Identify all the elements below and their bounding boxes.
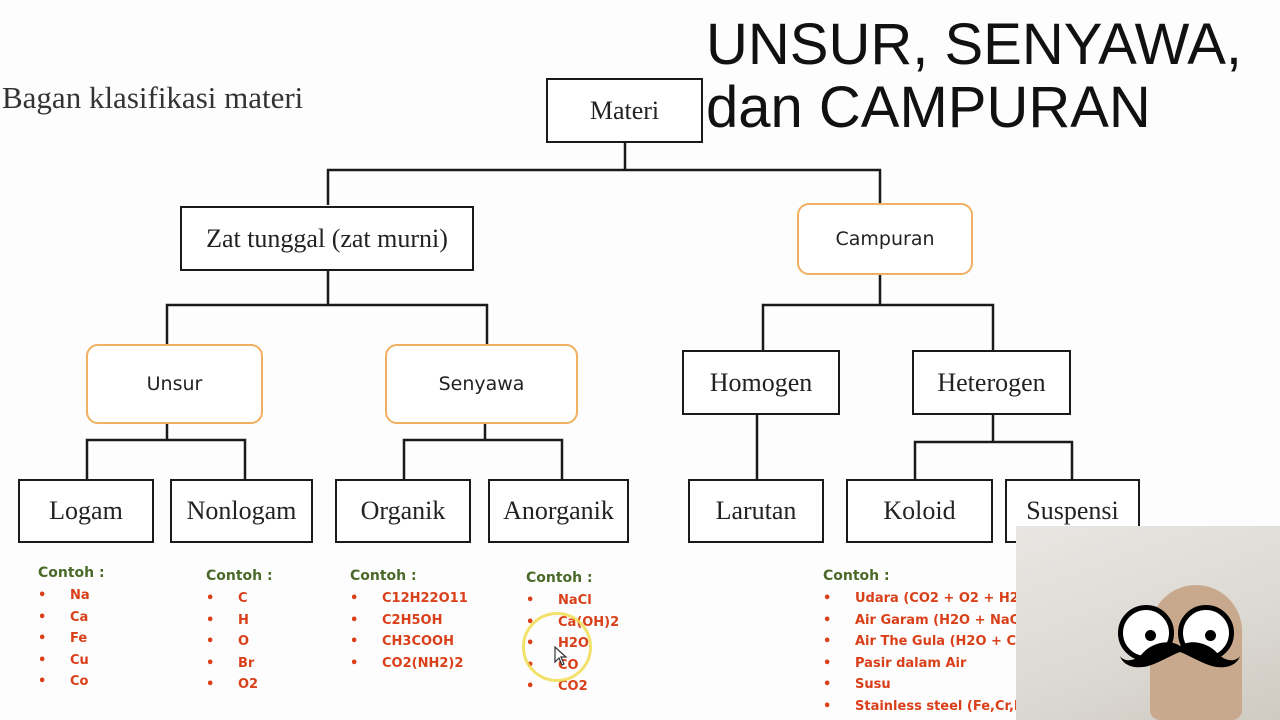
examples-list: NaCaFeCuCo — [38, 585, 105, 693]
examples-list: C12H22O11C2H5OHCH3COOHCO2(NH2)2 — [350, 588, 468, 674]
node-homogen: Homogen — [682, 350, 840, 415]
node-senyawa: Senyawa — [385, 344, 578, 424]
examples-header: Contoh : — [526, 570, 593, 586]
examples-logam: Contoh : NaCaFeCuCo — [38, 565, 105, 693]
examples-list: Udara (CO2 + O2 + H2Air Garam (H2O + NaC… — [823, 588, 1025, 717]
example-item: Stainless steel (Fe,Cr,N — [823, 696, 1025, 718]
example-item: Co — [38, 671, 105, 693]
example-item: C2H5OH — [350, 610, 468, 632]
pupil-icon — [1205, 630, 1216, 641]
cursor-highlight-ring — [522, 612, 592, 682]
example-item: Fe — [38, 628, 105, 650]
examples-nonlogam: Contoh : CHOBrO2 — [206, 568, 273, 696]
example-item: C — [206, 588, 273, 610]
example-item: CO2 — [526, 676, 619, 698]
node-organik: Organik — [335, 479, 471, 543]
example-item: Ca — [38, 607, 105, 629]
examples-header: Contoh : — [38, 565, 105, 581]
node-koloid: Koloid — [846, 479, 993, 543]
node-heterogen: Heterogen — [912, 350, 1071, 415]
example-item: O — [206, 631, 273, 653]
examples-campuran: Contoh : Udara (CO2 + O2 + H2Air Garam (… — [823, 568, 1025, 717]
example-item: Pasir dalam Air — [823, 653, 1025, 675]
examples-organik: Contoh : C12H22O11C2H5OHCH3COOHCO2(NH2)2 — [350, 568, 468, 674]
examples-header: Contoh : — [206, 568, 273, 584]
example-item: CO2(NH2)2 — [350, 653, 468, 675]
example-item: NaCl — [526, 590, 619, 612]
node-zat-tunggal: Zat tunggal (zat murni) — [180, 206, 474, 271]
example-item: H — [206, 610, 273, 632]
examples-header: Contoh : — [350, 568, 417, 584]
examples-header: Contoh : — [823, 568, 890, 584]
example-item: CH3COOH — [350, 631, 468, 653]
example-item: Air The Gula (H2O + C — [823, 631, 1025, 653]
title-line-1: UNSUR, SENYAWA, — [706, 12, 1243, 77]
example-item: Susu — [823, 674, 1025, 696]
node-materi: Materi — [546, 78, 703, 143]
pupil-icon — [1145, 630, 1156, 641]
node-unsur: Unsur — [86, 344, 263, 424]
page-subtitle: Bagan klasifikasi materi — [2, 80, 304, 115]
example-item: Udara (CO2 + O2 + H2 — [823, 588, 1025, 610]
example-item: C12H22O11 — [350, 588, 468, 610]
example-item: Na — [38, 585, 105, 607]
node-larutan: Larutan — [688, 479, 824, 543]
example-item: O2 — [206, 674, 273, 696]
mustache-icon — [1120, 642, 1240, 668]
page-title: UNSUR, SENYAWA, dan CAMPURAN — [706, 12, 1243, 140]
examples-list: CHOBrO2 — [206, 588, 273, 696]
arrow-cursor-icon — [554, 646, 568, 666]
node-logam: Logam — [18, 479, 154, 543]
node-nonlogam: Nonlogam — [170, 479, 313, 543]
example-item: Br — [206, 653, 273, 675]
node-campuran: Campuran — [797, 203, 973, 275]
example-item: Cu — [38, 650, 105, 672]
example-item: Air Garam (H2O + NaC — [823, 610, 1025, 632]
node-anorganik: Anorganik — [488, 479, 629, 543]
title-line-2: dan CAMPURAN — [706, 74, 1151, 140]
